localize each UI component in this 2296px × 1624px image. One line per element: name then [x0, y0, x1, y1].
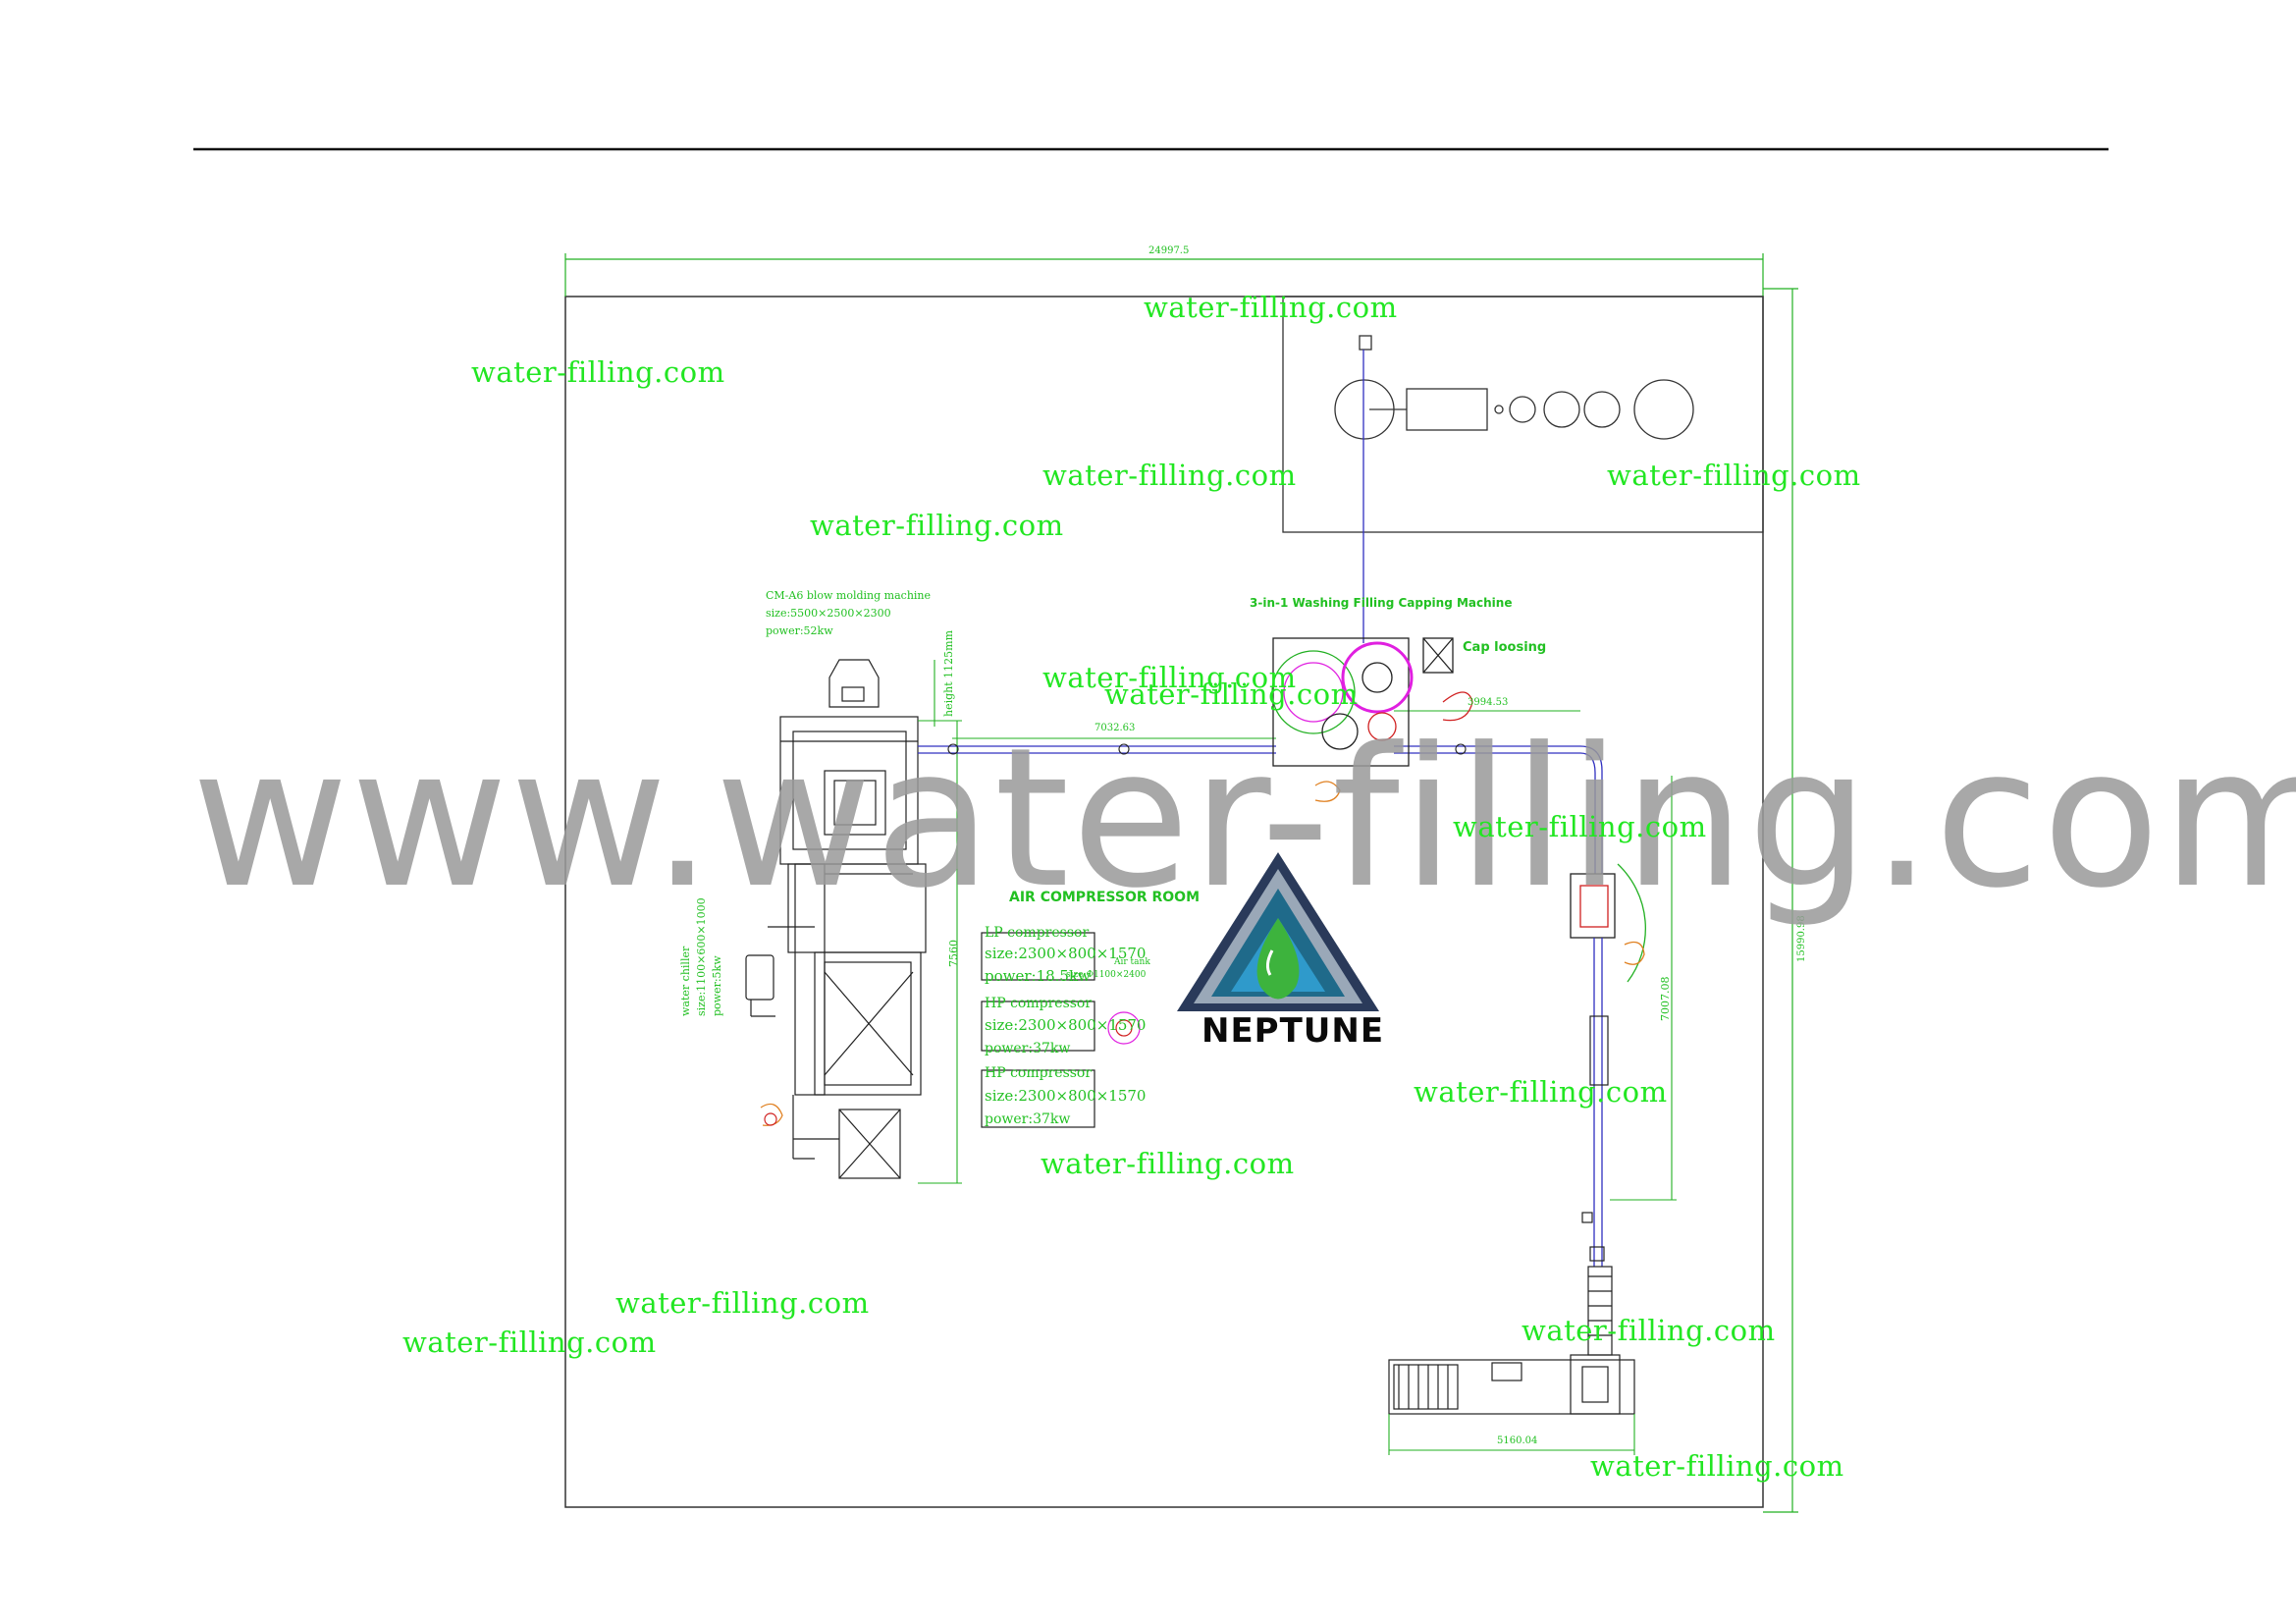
neptune-logo — [1177, 852, 1379, 1011]
watermark-small: water-filling.com — [402, 1326, 657, 1359]
conveyor-right-label: 3994.53 — [1468, 697, 1509, 708]
watermark-small: water-filling.com — [1144, 291, 1398, 324]
lp-compressor-size: size:2300×800×1570 — [985, 945, 1147, 962]
overall-height-dimension — [1763, 288, 1798, 1513]
big-watermark: www.water-filling.com — [191, 707, 2296, 931]
watermark-small: water-filling.com — [1414, 1075, 1668, 1109]
air-conveyor — [918, 745, 1603, 874]
blow-machine-name: CM-A6 blow molding machine — [766, 589, 932, 602]
compressor-boxes — [981, 932, 1095, 1128]
watermark-small: water-filling.com — [810, 509, 1064, 542]
hp-compressor-2-power: power:37kw — [985, 1111, 1071, 1127]
cap-loosing-label: Cap loosing — [1463, 640, 1547, 655]
air-tank-size: size:Φ1100×2400 — [1066, 970, 1147, 980]
vertical-conveyor — [1593, 938, 1603, 1267]
washer-label: 3-in-1 Washing Filling Capping Machine — [1250, 596, 1513, 610]
conveyor-bottom-label: 5160.04 — [1497, 1435, 1538, 1446]
labeller-unit — [1570, 863, 1646, 983]
watermark-small: water-filling.com — [471, 355, 725, 389]
hp-compressor-2-name: HP compressor — [985, 1065, 1093, 1081]
lp-compressor-name: LP compressor — [985, 925, 1090, 941]
conveyor-vertical-label: 7007.08 — [1659, 976, 1672, 1022]
air-room-label: AIR COMPRESSOR ROOM — [1009, 890, 1201, 905]
hp-compressor-2-size: size:2300×800×1570 — [985, 1087, 1147, 1105]
watermark-small: water-filling.com — [1522, 1314, 1776, 1347]
shrink-wrapper — [1388, 1266, 1635, 1415]
watermark-small: water-filling.com — [1104, 677, 1359, 711]
air-tank — [1107, 1011, 1141, 1045]
blow-machine-size: size:5500×2500×2300 — [766, 607, 891, 620]
lp-compressor-power: power:18.5kw — [985, 967, 1091, 985]
neptune-logo-text: NEPTUNE — [1201, 1011, 1385, 1051]
watermark-small: water-filling.com — [1042, 459, 1297, 492]
watermark-small: water-filling.com — [1590, 1449, 1844, 1483]
conveyor-valves — [947, 743, 1467, 755]
air-tank-name: Air tank — [1114, 957, 1150, 967]
vertical-dimension — [1610, 776, 1677, 1201]
blow-machine-power: power:52kw — [766, 624, 833, 637]
blow-left-label: 7560 — [947, 940, 960, 967]
hp-compressor-1-power: power:37kw — [985, 1041, 1071, 1056]
overall-width-label: 24997.5 — [1148, 245, 1190, 256]
blow-height-label: height 1125mm — [942, 629, 955, 717]
watermark-small: water-filling.com — [1453, 810, 1707, 843]
operator-blow — [760, 1103, 783, 1126]
upper-room — [1282, 296, 1764, 533]
watermark-small: water-filling.com — [1042, 661, 1297, 694]
hp-compressor-1-name: HP compressor — [985, 996, 1093, 1011]
blow-left-dimension — [918, 660, 962, 1184]
hp-compressor-1-size: size:2300×800×1570 — [985, 1016, 1147, 1034]
bottle-inspection — [1581, 1015, 1609, 1262]
overall-width-dimension — [564, 253, 1764, 297]
conveyor-top-label: 7032.63 — [1095, 723, 1136, 733]
blow-molding-machine — [779, 659, 927, 1179]
watermark-small: water-filling.com — [615, 1286, 870, 1320]
water-chiller-power: power:5kw — [711, 955, 723, 1016]
watermark-small: water-filling.com — [1041, 1147, 1295, 1180]
wrapper-dimension — [1388, 1414, 1635, 1455]
water-chiller — [745, 926, 815, 1017]
building-outline — [564, 296, 1764, 1508]
water-chiller-name: water chiller — [679, 946, 692, 1016]
washing-filling-capping-machine — [1271, 637, 1473, 802]
watermark-small: water-filling.com — [1607, 459, 1861, 492]
